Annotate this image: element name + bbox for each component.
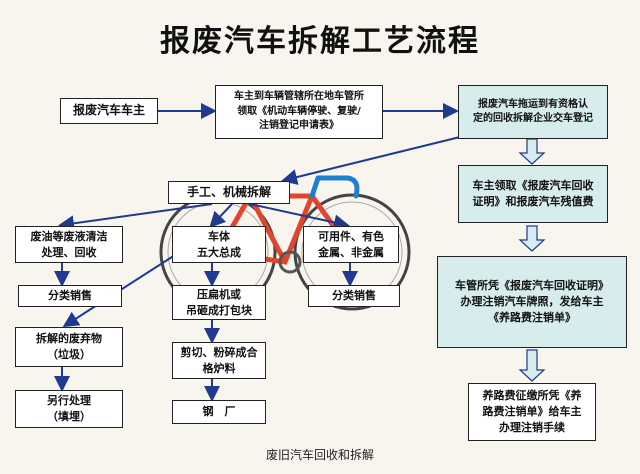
- sort-sale-left-box: 分类销售: [18, 285, 122, 307]
- certificate-box: 车主领取《报废汽车回收 证明》和报废汽车残值费: [458, 165, 608, 223]
- steel-plant-box: 钢 厂: [172, 400, 266, 424]
- road-fee-cancel-box: 养路费征缴所凭《养 路费注销单》给车主 办理注销手续: [468, 383, 596, 441]
- license-cancel-box: 车管所凭《报废汽车回收证明》 办理注销汽车牌照，发给车主 《养路费注销单》: [437, 256, 627, 348]
- vehicle-owner-box: 报废汽车车主: [60, 98, 158, 124]
- waste-fluids-box: 废油等废液清洁 处理、回收: [15, 226, 123, 263]
- press-box: 压扁机或 吊砸成打包块: [172, 285, 266, 320]
- tow-registration-box: 报废汽车拖运到有资格认 定的回收拆解企业交车登记: [458, 85, 608, 139]
- vehicle-body-box: 车体 五大总成: [172, 226, 266, 263]
- block-arrows: [518, 138, 546, 382]
- dismantled-waste-box: 拆解的废弃物 （垃圾）: [15, 327, 123, 367]
- sort-sale-right-box: 分类销售: [308, 285, 400, 307]
- page-title: 报废汽车拆解工艺流程: [160, 24, 480, 59]
- dismantle-box: 手工、机械拆解: [168, 181, 290, 204]
- figure-caption: 废旧汽车回收和拆解: [265, 448, 374, 462]
- other-treatment-box: 另行处理 （填埋）: [15, 390, 123, 428]
- shred-box: 剪切、粉碎成合 格炉料: [172, 342, 266, 379]
- register-application-box: 车主到车辆管辖所在地车管所 领取《机动车辆停驶、复驶/ 注销登记申请表》: [215, 85, 383, 139]
- usable-parts-box: 可用件、有色 金属、非金属: [303, 226, 399, 263]
